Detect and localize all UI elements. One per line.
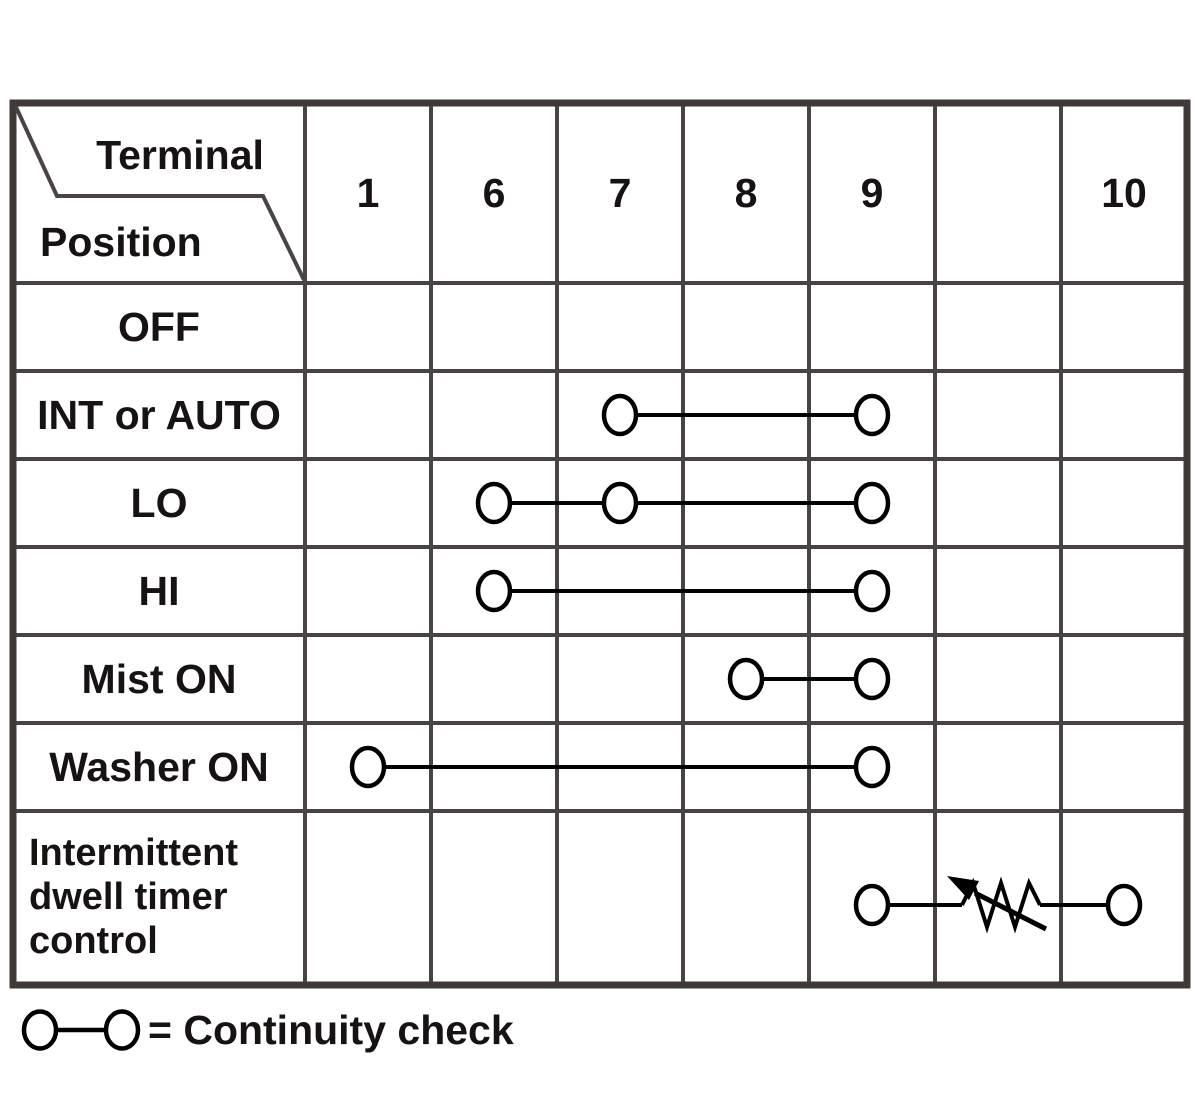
terminal-col-10: 10 xyxy=(1101,169,1147,216)
terminal-col-8: 8 xyxy=(734,169,758,216)
continuity-terminal-circle xyxy=(853,745,891,789)
legend-circle xyxy=(103,1009,141,1051)
terminal-col-9: 9 xyxy=(860,169,884,216)
continuity-terminal-circle xyxy=(853,569,891,613)
continuity-terminal-circle xyxy=(1105,883,1143,927)
position-label-hi: HI xyxy=(138,567,180,614)
variable-resistor-zigzag xyxy=(960,876,1042,934)
terminal-col-7: 7 xyxy=(608,169,632,216)
corner-position-label: Position xyxy=(40,219,202,265)
continuity-terminal-circle xyxy=(727,657,765,701)
position-label-off: OFF xyxy=(118,303,200,350)
terminal-col-1: 1 xyxy=(356,169,380,216)
corner-terminal-label: Terminal xyxy=(96,132,264,178)
resistor-arrow-shaft xyxy=(973,890,1048,932)
legend-text: = Continuity check xyxy=(148,1007,514,1053)
position-label-mist-on: Mist ON xyxy=(81,655,237,702)
continuity-terminal-circle xyxy=(853,393,891,437)
continuity-terminal-circle xyxy=(853,883,891,927)
continuity-terminal-circle xyxy=(475,481,513,525)
terminal-col-blank xyxy=(935,103,1061,283)
resistor-arrow-head xyxy=(947,876,979,900)
continuity-terminal-circle xyxy=(853,481,891,525)
legend-circle xyxy=(21,1009,59,1051)
position-label-washer-on: Washer ON xyxy=(49,743,269,790)
continuity-terminal-circle xyxy=(601,481,639,525)
position-label-int-auto: INT or AUTO xyxy=(37,391,281,438)
continuity-terminal-circle xyxy=(601,393,639,437)
position-label-lo: LO xyxy=(130,479,188,526)
position-label-intermittent-dwell-timer-control: Intermittent dwell timer control xyxy=(29,832,238,962)
continuity-terminal-circle xyxy=(475,569,513,613)
continuity-terminal-circle xyxy=(853,657,891,701)
terminal-col-6: 6 xyxy=(482,169,506,216)
continuity-terminal-circle xyxy=(349,745,387,789)
